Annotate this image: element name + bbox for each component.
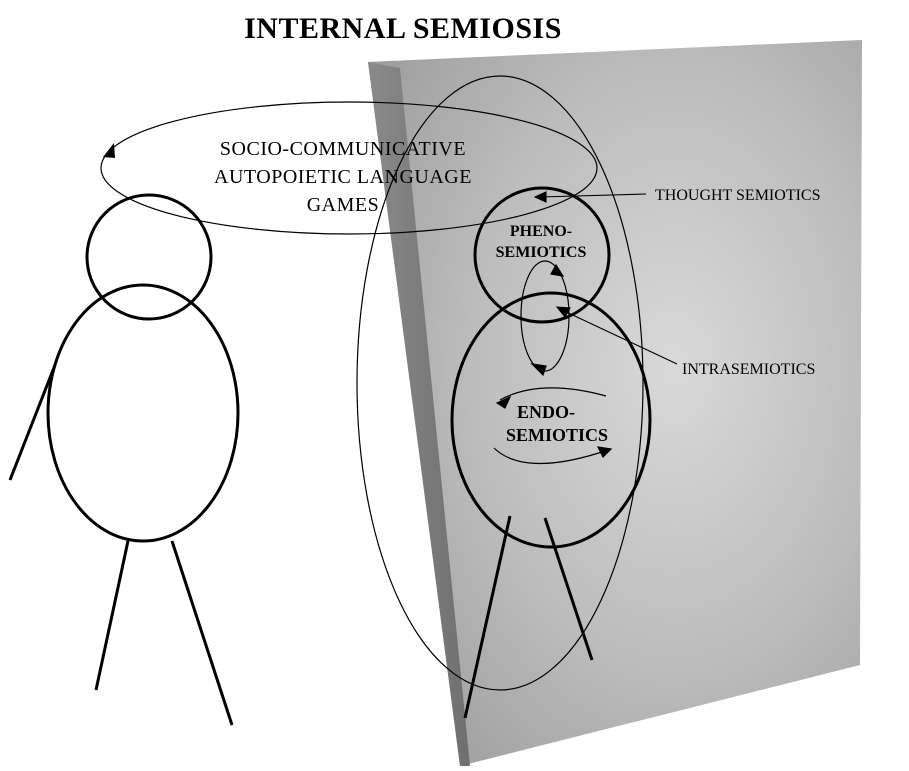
label-pointers (533, 191, 678, 365)
intrasemiotics-pointer (561, 309, 678, 365)
left-figure-body (46, 283, 240, 543)
thought-semiotics-arrow-icon (533, 191, 547, 203)
endosemiotic-left-arrow-icon (495, 395, 512, 409)
intrasemiotics-arrow-icon (555, 306, 571, 318)
outer-semiosis-ellipse (356, 75, 644, 691)
left-stick-figure (8, 193, 240, 726)
wall-front-face (368, 40, 862, 766)
socio-label-line-3: GAMES (307, 194, 380, 216)
gray-wall-box (368, 40, 862, 766)
thought-semiotics-pointer (539, 193, 647, 198)
pheno-label-line-2: SEMIOTICS (496, 244, 587, 261)
right-figure-head (473, 186, 611, 324)
pheno-label-line-1: PHENO- (510, 223, 572, 240)
socio-loop-arrow-icon (103, 143, 115, 158)
socio-label-line-2: AUTOPOIETIC LANGUAGE (214, 166, 472, 188)
left-figure-arm (8, 364, 57, 481)
right-stick-figure (450, 186, 652, 719)
endo-semiotics-label: ENDO- SEMIOTICS (506, 402, 608, 445)
thought-semiotics-label: THOUGHT SEMIOTICS (655, 187, 820, 204)
left-figure-head (85, 193, 213, 321)
pheno-semiotics-label: PHENO- SEMIOTICS (496, 223, 587, 261)
intrasemiotic-loop (520, 260, 570, 377)
endo-label-line-1: ENDO- (517, 402, 575, 422)
diagram-title: INTERNAL SEMIOSIS (244, 12, 562, 45)
endosemiotic-cycle (493, 387, 613, 465)
right-figure-right-leg (543, 517, 594, 661)
intrasemiotics-label: INTRASEMIOTICS (682, 361, 815, 378)
left-figure-right-leg (170, 540, 234, 726)
endosemiotic-top-arc (499, 387, 607, 401)
intrasemiotic-down-arrow-icon (530, 363, 547, 377)
right-figure-left-leg (463, 515, 512, 719)
intrasemiotic-loop-ellipse (520, 260, 570, 372)
endosemiotic-bottom-arc (493, 447, 609, 465)
socio-label-line-1: SOCIO-COMMUNICATIVE (220, 138, 466, 160)
endo-label-line-2: SEMIOTICS (506, 425, 608, 445)
endosemiotic-right-arrow-icon (596, 446, 613, 459)
right-figure-body (450, 291, 652, 549)
left-figure-left-leg (94, 540, 130, 691)
intrasemiotic-up-arrow-icon (550, 263, 565, 277)
socio-communicative-label: SOCIO-COMMUNICATIVE AUTOPOIETIC LANGUAGE… (214, 138, 472, 216)
socio-communicative-ellipse (100, 101, 598, 235)
socio-communicative-loop (100, 101, 598, 235)
wall-side-face (368, 62, 470, 766)
